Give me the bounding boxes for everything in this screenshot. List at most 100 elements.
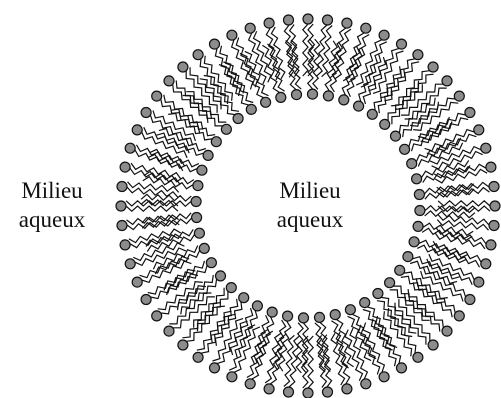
lipid-tail [203,55,234,101]
lipid-tail [166,265,208,296]
lipid-head [359,297,371,309]
outer-lipid [410,90,465,132]
outer-lipid [119,228,183,251]
lipid-tail [362,308,393,351]
outer-lipid [226,29,259,90]
inner-lipid [142,170,204,192]
lipid-tail [244,50,269,97]
inner-lipid [182,91,232,135]
inner-lipid [344,304,377,362]
lipid-tail [247,32,267,85]
lipid-tail [145,229,194,247]
lipid-tail [391,84,423,125]
lipid-head [360,22,372,34]
lipid-tail [424,210,476,219]
lipid-tail [152,110,196,142]
lipid-tail [130,162,182,180]
inner-medium-label-line2: aqueux [276,207,344,232]
inner-lipid [168,108,222,148]
lipid-head [372,287,384,300]
lipid-head [192,180,204,192]
lipid-head [408,236,420,248]
outer-lipid [119,161,182,185]
lipid-tail [214,48,241,97]
lipid-tail [193,287,225,328]
outer-lipid [140,268,199,306]
outer-lipid [116,180,180,199]
lipid-head [192,351,204,363]
outer-lipid [282,14,300,78]
lipid-tail [433,163,487,179]
lipid-tail [129,233,183,249]
lipid-head [395,38,408,50]
lipid-tail [146,234,196,252]
outer-lipid [370,315,408,374]
lipid-head [464,106,476,119]
inner-lipid [239,50,272,108]
lipid-tail [415,137,462,162]
inner-lipid [413,183,475,201]
lipid-head [488,219,500,232]
lipid-head [441,325,453,337]
lipid-head [453,90,465,102]
lipid-tail [422,222,474,237]
outer-lipid [330,331,353,395]
lipid-head [406,158,418,170]
lipid-head [226,371,238,383]
inner-lipid [218,61,257,116]
lipid-head [341,17,353,29]
inner-lipid [250,306,278,367]
lipid-tail [432,240,482,263]
lipid-head [427,339,439,351]
lipid-tail [429,145,482,165]
lipid-head [389,130,402,142]
lipid-head [485,161,497,173]
lipid-tail [367,306,398,348]
lipid-tail [272,319,287,371]
lipid-tail [143,170,195,185]
lipid-head [163,75,175,87]
outer-lipid [124,242,187,270]
lipid-tail [380,296,417,334]
lipid-tail [160,285,206,315]
inner-lipid [402,251,460,285]
lipid-tail [329,41,344,93]
lipid-tail [147,153,198,173]
lipid-tail [300,322,310,374]
lipid-head [366,108,378,120]
outer-lipid [163,292,215,337]
lipid-tail [422,165,471,183]
inner-lipid [147,148,208,176]
lipid-tail [147,268,196,295]
lipid-tail [235,37,259,88]
inner-lipid [229,300,263,358]
lipid-tail [377,69,406,114]
lipid-head [244,378,256,390]
lipid-head [488,180,500,193]
outer-lipid [282,334,301,398]
lipid-head [378,29,390,41]
lipid-tail [139,255,190,279]
outer-lipid [115,199,179,213]
inner-lipid [295,312,310,374]
lipid-tail [218,64,249,106]
lipid-head [214,270,227,282]
lipid-tail [398,97,436,134]
lipid-tail [428,253,475,281]
outer-lipid [263,332,287,395]
lipid-head [196,164,208,176]
lipid-head [282,14,295,26]
outer-lipid [316,334,334,398]
lipid-tail [250,314,270,365]
outer-lipid [401,75,453,120]
lipid-tail [424,128,475,152]
lipid-tail [189,67,222,110]
lipid-head [321,386,334,398]
lipid-tail [413,101,459,132]
lipid-tail [233,326,261,373]
lipid-head [321,14,334,26]
lipid-tail [125,199,179,207]
lipid-tail [126,214,180,226]
lipid-tail [152,245,199,270]
outer-lipid [394,299,439,351]
